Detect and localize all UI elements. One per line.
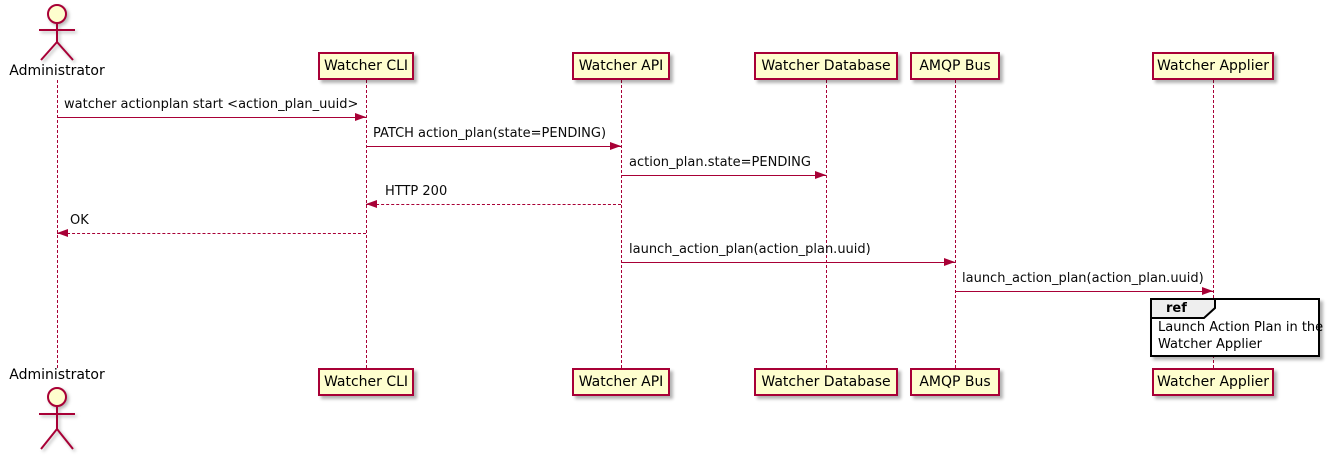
arrowhead-right-icon xyxy=(1202,287,1213,295)
message-label-2: PATCH action_plan(state=PENDING) xyxy=(373,126,607,141)
ref-keyword: ref xyxy=(1166,301,1187,316)
lifeline-watcher-database xyxy=(826,80,827,368)
arrowhead-right-icon xyxy=(944,258,955,266)
participant-top-watcher-cli: Watcher CLI xyxy=(318,52,414,80)
message-line-2 xyxy=(366,146,621,147)
actor-label-bottom: Administrator xyxy=(9,367,105,383)
participant-top-watcher-api: Watcher API xyxy=(572,52,670,80)
actor-icon xyxy=(39,387,75,450)
arrowhead-left-icon xyxy=(57,229,68,237)
lifeline-watcher-applier xyxy=(1213,80,1214,368)
message-line-6 xyxy=(621,262,955,263)
message-line-3 xyxy=(621,175,826,176)
message-label-6: launch_action_plan(action_plan.uuid) xyxy=(629,242,871,257)
ref-fragment: ref Launch Action Plan in the Watcher Ap… xyxy=(1150,298,1324,357)
ref-text-line-1: Launch Action Plan in the xyxy=(1158,320,1324,335)
participant-top-amqp-bus: AMQP Bus xyxy=(910,52,1000,80)
message-label-5: OK xyxy=(70,213,89,228)
message-label-3: action_plan.state=PENDING xyxy=(629,155,811,170)
message-line-7 xyxy=(955,291,1213,292)
participant-top-watcher-applier: Watcher Applier xyxy=(1152,52,1274,80)
message-label-4: HTTP 200 xyxy=(385,184,448,199)
lifeline-administrator xyxy=(57,80,58,368)
arrowhead-right-icon xyxy=(355,113,366,121)
message-line-5 xyxy=(57,233,366,234)
message-line-4 xyxy=(366,204,621,205)
participant-top-watcher-database: Watcher Database xyxy=(754,52,898,80)
lifeline-amqp-bus xyxy=(955,80,956,368)
participant-bottom-watcher-database: Watcher Database xyxy=(754,368,898,396)
lifeline-watcher-api xyxy=(621,80,622,368)
participant-bottom-watcher-api: Watcher API xyxy=(572,368,670,396)
message-label-1: watcher actionplan start <action_plan_uu… xyxy=(64,97,359,112)
actor-icon xyxy=(39,4,75,61)
participant-bottom-watcher-cli: Watcher CLI xyxy=(318,368,414,396)
arrowhead-left-icon xyxy=(366,200,377,208)
arrowhead-right-icon xyxy=(610,142,621,150)
participant-bottom-watcher-applier: Watcher Applier xyxy=(1152,368,1274,396)
message-label-7: launch_action_plan(action_plan.uuid) xyxy=(962,271,1204,286)
actor-label-top: Administrator xyxy=(9,63,105,79)
arrowhead-right-icon xyxy=(815,171,826,179)
ref-tab-shape xyxy=(1150,298,1216,319)
participant-bottom-amqp-bus: AMQP Bus xyxy=(910,368,1000,396)
message-line-1 xyxy=(57,117,366,118)
ref-text-line-2: Watcher Applier xyxy=(1158,337,1262,352)
lifeline-watcher-cli xyxy=(366,80,367,368)
